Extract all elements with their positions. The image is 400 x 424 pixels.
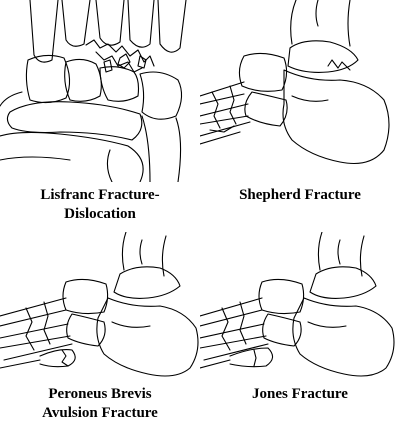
lisfranc-caption-line-1: Lisfranc Fracture-: [40, 187, 160, 203]
shepherd-caption-line-1: Shepherd Fracture: [239, 187, 361, 203]
jones-caption-line-1: Jones Fracture: [252, 386, 348, 402]
lisfranc-foot-drawing: [0, 0, 187, 182]
jones-illustration: [200, 232, 400, 380]
peroneus-caption: Peroneus Brevis Avulsion Fracture: [0, 385, 200, 423]
shepherd-caption: Shepherd Fracture: [200, 186, 400, 205]
peroneus-caption-line-2: Avulsion Fracture: [42, 405, 158, 421]
shepherd-foot-drawing: [200, 0, 390, 165]
lisfranc-caption: Lisfranc Fracture- Dislocation: [0, 186, 200, 224]
jones-foot-drawing: [200, 232, 395, 377]
peroneus-caption-line-1: Peroneus Brevis: [48, 386, 152, 402]
lisfranc-caption-line-2: Dislocation: [64, 206, 136, 222]
shepherd-illustration: [200, 0, 400, 182]
jones-caption: Jones Fracture: [200, 385, 400, 404]
peroneus-illustration: [0, 232, 200, 380]
lisfranc-illustration: [0, 0, 200, 182]
peroneus-foot-drawing: [0, 232, 199, 377]
